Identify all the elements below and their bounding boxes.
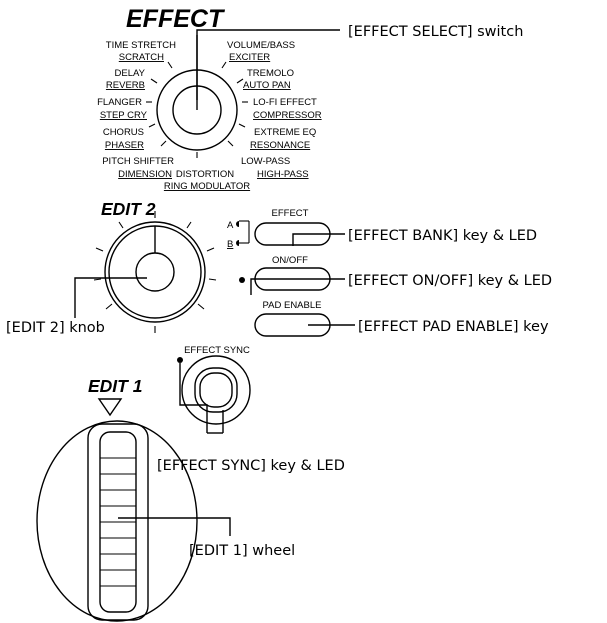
bank-led-a-label: A	[227, 220, 234, 231]
pad-key-label: PAD ENABLE	[263, 300, 322, 311]
edit1-wheel-ridges	[100, 457, 136, 587]
pos-high-pass: HIGH-PASS	[257, 169, 309, 180]
pad-enable-callout: [EFFECT PAD ENABLE] key	[358, 319, 549, 335]
bank-key-label: EFFECT	[272, 208, 309, 219]
edit2-callout: [EDIT 2] knob	[6, 320, 105, 336]
effect-select-leader	[196, 29, 340, 100]
pos-scratch: SCRATCH	[119, 52, 164, 63]
pos-exciter: EXCITER	[229, 52, 270, 63]
pos-tremolo: TREMOLO	[247, 68, 294, 79]
edit2-title: EDIT 2	[101, 199, 156, 219]
effect-sync-key[interactable]	[181, 355, 251, 425]
pos-delay: DELAY	[115, 68, 146, 79]
pos-reverb: REVERB	[106, 80, 145, 91]
pos-resonance: RESONANCE	[250, 140, 310, 151]
edit2-knob[interactable]	[104, 221, 206, 323]
edit1-callout: [EDIT 1] wheel	[189, 543, 295, 559]
effect-title: EFFECT	[126, 5, 226, 33]
pos-auto-pan: AUTO PAN	[243, 80, 291, 91]
edit2-leader	[74, 277, 147, 318]
bank-led-b-label: B	[227, 239, 233, 250]
onoff-led	[239, 277, 245, 283]
onoff-key-label: ON/OFF	[272, 255, 308, 266]
edit2-knob-ticks	[93, 211, 217, 333]
pos-time-stretch: TIME STRETCH	[106, 40, 176, 51]
bank-led-b	[236, 234, 250, 246]
edit1-leader	[118, 517, 231, 536]
bank-leader	[292, 233, 345, 246]
onoff-leader	[250, 278, 345, 295]
edit1-title: EDIT 1	[88, 376, 142, 396]
pos-compressor: COMPRESSOR	[253, 110, 322, 121]
sync-led	[177, 357, 183, 363]
pos-ring-modulator: RING MODULATOR	[164, 181, 250, 192]
sync-key-label: EFFECT SYNC	[184, 345, 250, 356]
pos-volume-bass: VOLUME/BASS	[227, 40, 295, 51]
pos-phaser: PHASER	[105, 140, 144, 151]
effect-onoff-callout: [EFFECT ON/OFF] key & LED	[348, 273, 552, 289]
pos-chorus: CHORUS	[103, 127, 144, 138]
pos-distortion: DISTORTION	[176, 169, 234, 180]
pos-extreme-eq: EXTREME EQ	[254, 127, 316, 138]
bank-led-a	[236, 220, 250, 234]
effect-bank-callout: [EFFECT BANK] key & LED	[348, 228, 537, 244]
pos-step-cry: STEP CRY	[100, 110, 148, 121]
pos-lo-fi-effect: LO-FI EFFECT	[253, 97, 317, 108]
edit1-indicator-triangle	[97, 398, 123, 417]
pos-dimension: DIMENSION	[118, 169, 172, 180]
pos-flanger: FLANGER	[97, 97, 142, 108]
sync-leader-led	[179, 363, 208, 433]
edit1-wheel[interactable]	[36, 420, 198, 622]
effect-select-ticks	[146, 61, 248, 158]
effect-select-callout: [EFFECT SELECT] switch	[348, 24, 523, 40]
effect-sync-callout: [EFFECT SYNC] key & LED	[157, 458, 345, 474]
pos-low-pass: LOW-PASS	[241, 156, 290, 167]
pos-pitch-shifter: PITCH SHIFTER	[102, 156, 174, 167]
